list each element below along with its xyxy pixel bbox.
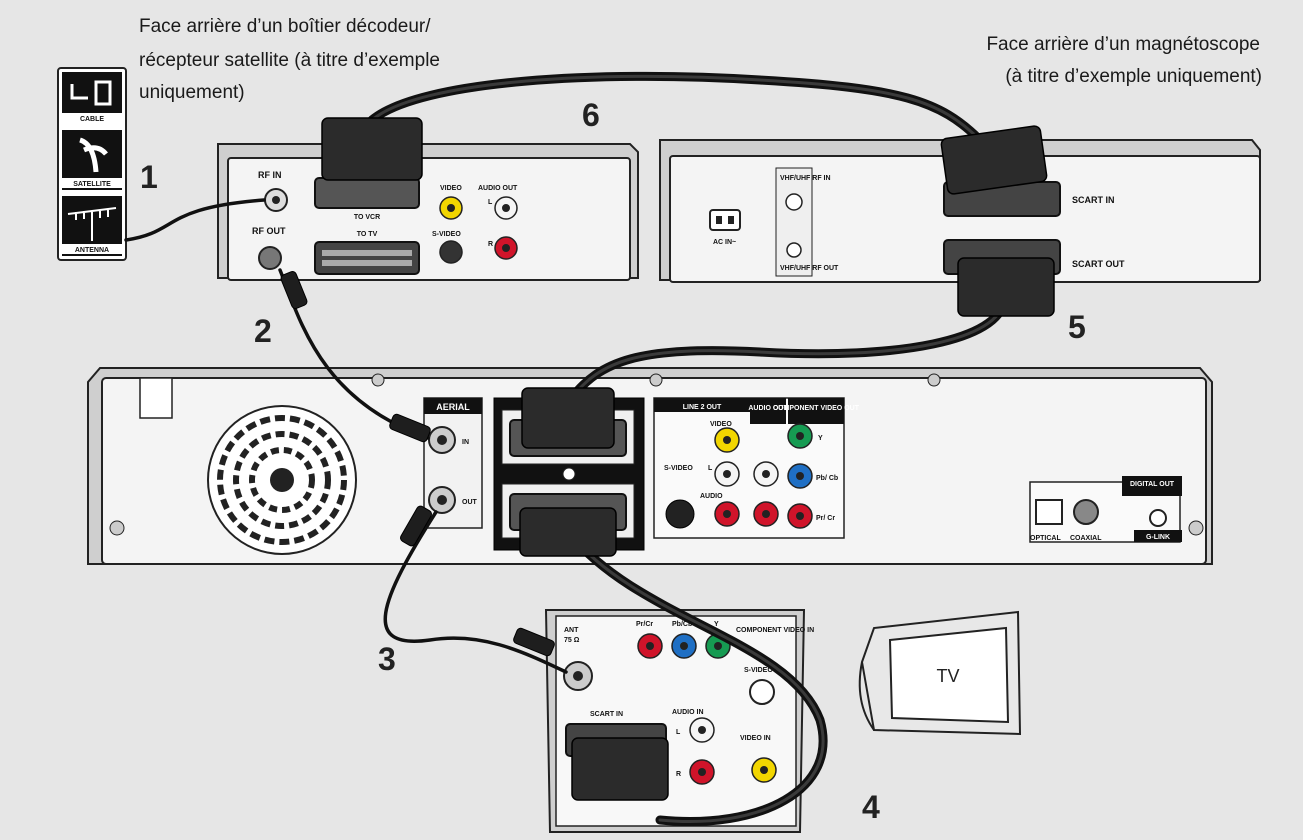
sat-rf-in-label: RF IN: [258, 170, 282, 180]
vcr-rf-in-port: [785, 193, 803, 211]
tv-video-in-label: VIDEO IN: [740, 735, 771, 742]
tv-component-label: COMPONENT VIDEO IN: [736, 627, 814, 634]
tv-scart-in-label: SCART IN: [590, 711, 623, 718]
aerial-out-label: OUT: [462, 499, 478, 506]
cable-5-plug-b: [521, 387, 615, 449]
tv-pb-label: Pb/Cb: [672, 621, 692, 628]
coaxial-label: COAXIAL: [1070, 535, 1102, 542]
line2-audio-label: AUDIO: [700, 493, 723, 500]
step-2: 2: [254, 313, 272, 349]
tv-audio-l-label: L: [676, 729, 681, 736]
step-6: 6: [582, 97, 600, 133]
vcr-caption: Face arrière d’un magnétoscope (à titre …: [986, 34, 1262, 87]
vcr-scart-in-label: SCART IN: [1072, 195, 1115, 205]
vcr-caption-line-1: Face arrière d’un magnétoscope: [986, 34, 1260, 55]
optical-label: OPTICAL: [1030, 535, 1061, 542]
tv-set: TV: [858, 610, 1022, 736]
tv-y-label: Y: [714, 621, 719, 628]
tv-audio-r-label: R: [676, 771, 681, 778]
tv-screen: [888, 626, 1010, 724]
sat-audio-l-label: L: [488, 199, 493, 206]
vcr-ac-socket: [709, 209, 741, 231]
tv-s-video-jack: [749, 679, 775, 705]
sat-rf-out-port: [258, 246, 282, 270]
satellite-caption-line-3: uniquement): [139, 82, 245, 103]
audio-out-label: AUDIO OUT: [748, 405, 788, 412]
sat-to-tv-label: TO TV: [357, 231, 378, 238]
cable-6-plug-a: [321, 117, 423, 181]
component-pb-label: Pb/ Cb: [816, 475, 838, 482]
cable-5-plug-a: [957, 257, 1055, 317]
digital-out-label: DIGITAL OUT: [1130, 481, 1175, 488]
step-3: 3: [378, 641, 396, 677]
optical-port: [1035, 499, 1063, 525]
g-link-label: G-LINK: [1146, 534, 1170, 541]
aerial-in-label: IN: [462, 439, 469, 446]
source-icons: CABLE SATELLITE ANTENNA: [57, 67, 127, 261]
sat-rf-out-label: RF OUT: [252, 226, 286, 236]
coaxial-port: [1073, 499, 1099, 525]
cable-4-plug-b: [571, 737, 669, 801]
cable-3: [383, 510, 568, 674]
cable-label: CABLE: [80, 116, 104, 123]
tv-pr-label: Pr/Cr: [636, 621, 653, 628]
tv-label: TV: [936, 666, 959, 686]
tv-s-video-in-label: S-VIDEO IN: [744, 667, 782, 674]
component-pr-label: Pr/ Cr: [816, 515, 835, 522]
component-y-label: Y: [818, 435, 823, 442]
aerial-label: AERIAL: [436, 402, 470, 412]
fan-grille: [207, 405, 357, 555]
cable-1: [124, 198, 266, 242]
sat-scart-to-vcr: [314, 177, 420, 209]
line2-out-label: LINE 2 OUT: [683, 404, 722, 411]
satellite-caption-line-2: récepteur satellite (à titre d’exemple: [139, 50, 440, 71]
vcr-rf-out-port: [786, 242, 802, 258]
step-numbers: 1 2 3 4 5 6: [140, 97, 1086, 825]
vcr-rf-out-label: VHF/UHF RF OUT: [780, 265, 839, 272]
sat-scart-to-tv: [314, 241, 420, 275]
line2-s-video-label: S-VIDEO: [664, 465, 693, 472]
satellite-caption-line-1: Face arrière d’un boîtier décodeur/: [139, 16, 431, 37]
line2-s-video-jack: [665, 499, 695, 529]
line2-l-label: L: [708, 465, 713, 472]
vcr-rf-in-label: VHF/UHF RF IN: [780, 175, 831, 182]
satellite-label: SATELLITE: [73, 181, 111, 188]
step-5: 5: [1068, 309, 1086, 345]
vcr-scart-out-label: SCART OUT: [1072, 259, 1125, 269]
sat-audio-out-label: AUDIO OUT: [478, 185, 518, 192]
sat-s-video-label: S-VIDEO: [432, 231, 461, 238]
vcr-box: AC IN~ VHF/UHF RF IN VHF/UHF RF OUT SCAR…: [659, 139, 1261, 283]
tv-ant-label: ANT: [564, 627, 579, 634]
vcr-caption-line-2: (à titre d’exemple uniquement): [1005, 66, 1262, 87]
step-4: 4: [862, 789, 880, 825]
cable-6-plug-b: [940, 125, 1048, 195]
sat-to-vcr-label: TO VCR: [354, 214, 380, 221]
sat-s-video-jack: [439, 240, 463, 264]
g-link-port: [1149, 509, 1167, 527]
tv-audio-in-label: AUDIO IN: [672, 709, 704, 716]
dvd-recorder: AERIAL IN OUT LINE 2 OUT VIDEO S-VIDEO L…: [87, 367, 1213, 565]
step-1: 1: [140, 159, 158, 195]
cables: [124, 71, 1055, 826]
antenna-label: ANTENNA: [75, 247, 109, 254]
line2-video-label: VIDEO: [710, 421, 732, 428]
satellite-receiver: RF IN RF OUT TO VCR TO TV VIDEO AUDIO OU…: [217, 143, 639, 281]
vcr-ac-label: AC IN~: [713, 239, 736, 246]
component-out-label: COMPONENT VIDEO OUT: [773, 405, 860, 412]
satellite-box-caption: Face arrière d’un boîtier décodeur/ réce…: [139, 16, 440, 103]
tv-ohm-label: 75 Ω: [564, 637, 580, 644]
satellite-receiver-back: [227, 157, 631, 281]
sat-audio-r-label: R: [488, 241, 493, 248]
cable-4-plug-a: [519, 507, 617, 557]
sat-video-label: VIDEO: [440, 185, 462, 192]
